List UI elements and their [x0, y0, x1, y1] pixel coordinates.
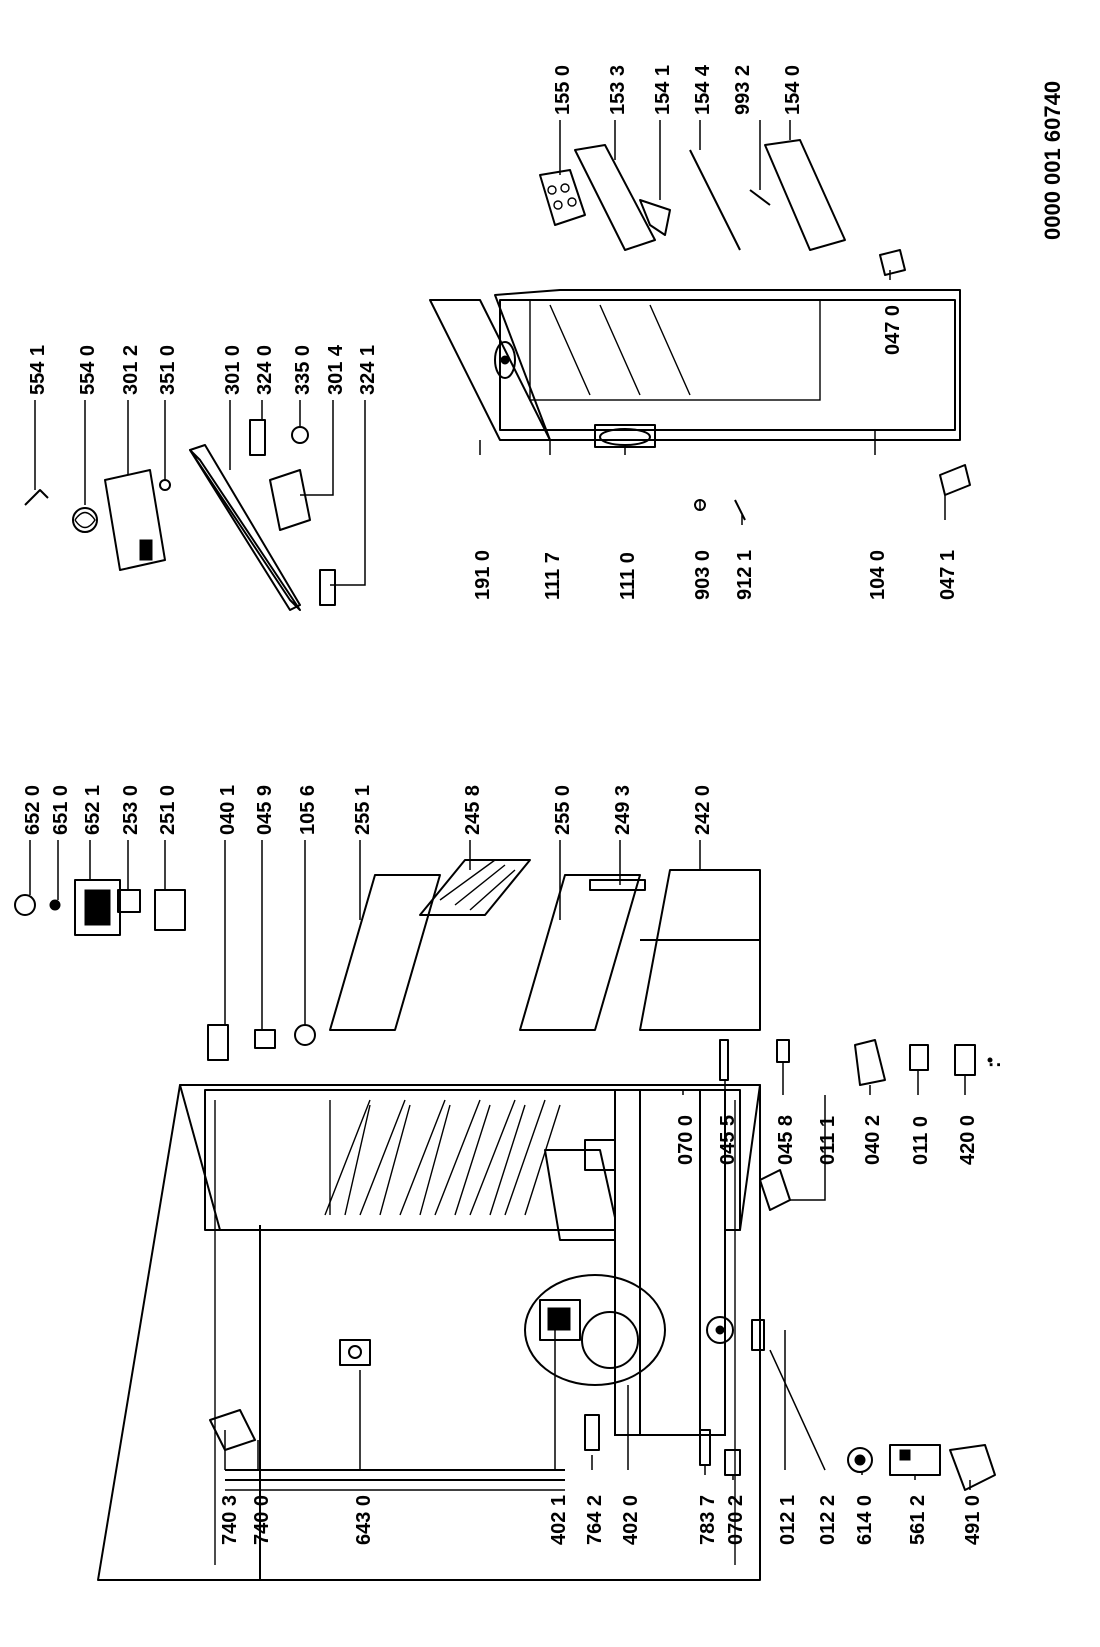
label-070-0: 070 0 — [675, 1115, 697, 1165]
labels-door-shelf-group: 155 0 153 3 154 1 154 4 993 2 154 0 047 … — [552, 64, 904, 355]
door-shelves — [539, 139, 906, 276]
label-554-1: 554 1 — [27, 345, 49, 395]
label-047-1: 047 1 — [937, 550, 959, 600]
label-402-0: 402 0 — [620, 1495, 642, 1545]
label-554-0: 554 0 — [77, 345, 99, 395]
label-491-0: 491 0 — [962, 1495, 984, 1545]
label-111-0: 111 0 — [617, 552, 639, 600]
label-335-0: 335 0 — [292, 345, 314, 395]
small-part-783-070 — [699, 1429, 741, 1476]
label-652-0: 652 0 — [22, 785, 44, 835]
label-324-0: 324 0 — [254, 345, 276, 395]
label-047-0: 047 0 — [882, 305, 904, 355]
label-045-8: 045 8 — [775, 1115, 797, 1165]
label-253-0: 253 0 — [120, 785, 142, 835]
label-104-0: 104 0 — [867, 550, 889, 600]
control-panel-301-0 — [189, 419, 336, 611]
labels-middle-column: 070 0 045 5 045 8 011 1 040 2 011 0 420 … — [675, 1061, 1005, 1165]
label-783-7: 783 7 — [697, 1495, 719, 1545]
cabinet-body — [97, 1084, 761, 1581]
label-903-0: 903 0 — [692, 550, 714, 600]
label-740-0: 740 0 — [251, 1495, 273, 1545]
label-561-2: 561 2 — [907, 1495, 929, 1545]
label-420-0: 420 0 — [957, 1115, 979, 1165]
leader-lines — [29, 120, 971, 1490]
label-011-0: 011 0 — [910, 1116, 932, 1165]
label-255-0: 255 0 — [552, 785, 574, 835]
label-324-1: 324 1 — [357, 345, 379, 395]
label-614-0: 614 0 — [854, 1495, 876, 1545]
label-191-0: 191 0 — [472, 550, 494, 600]
label-155-0: 155 0 — [552, 65, 574, 115]
label-105-6: 105 6 — [297, 785, 319, 835]
label-154-0: 154 0 — [782, 65, 804, 115]
label-040-2: 040 2 — [862, 1115, 884, 1165]
condenser-coil — [209, 1409, 565, 1491]
label-402-1: 402 1 — [548, 1495, 570, 1545]
document-number: 0000 001 60740 — [1040, 81, 1065, 240]
label-301-4: 301 4 — [325, 344, 347, 395]
glass-shelf-255-1 — [329, 874, 441, 1031]
label-643-0: 643 0 — [353, 1495, 375, 1545]
label-740-3: 740 3 — [219, 1495, 241, 1545]
labels-upper-group: 652 0 651 0 652 1 253 0 251 0 040 1 045 … — [22, 785, 714, 835]
label-012-1: 012 1 — [777, 1495, 799, 1545]
label-764-2: 764 2 — [584, 1495, 606, 1545]
label-301-0: 301 0 — [222, 345, 244, 395]
label-351-0: 351 0 — [157, 345, 179, 395]
label-993-2: 993 2 — [732, 65, 754, 115]
small-part-643 — [339, 1339, 371, 1366]
small-mark: : — [983, 1061, 1005, 1068]
thermostat-parts — [14, 879, 186, 936]
crisper-drawer-242-0 — [639, 869, 761, 1031]
glass-shelf-255-0 — [519, 874, 641, 1031]
labels-left-column: 740 3 740 0 643 0 402 1 764 2 402 0 783 … — [219, 1495, 984, 1545]
small-part-614-561-491 — [847, 1444, 996, 1491]
label-040-1: 040 1 — [217, 785, 239, 835]
compressor — [524, 1274, 666, 1386]
shelf-trim-249-3 — [589, 879, 646, 891]
labels-door-group: 191 0 111 7 111 0 903 0 912 1 104 0 047 … — [472, 550, 959, 600]
label-652-1: 652 1 — [82, 785, 104, 835]
label-154-1: 154 1 — [652, 65, 674, 115]
label-012-2: 012 2 — [817, 1495, 839, 1545]
label-301-2: 301 2 — [120, 345, 142, 395]
label-912-1: 912 1 — [734, 550, 756, 600]
wire-shelf-245-8 — [419, 859, 531, 916]
labels-right-top: 554 1 554 0 301 2 351 0 301 0 324 0 335 … — [27, 344, 379, 395]
label-249-3: 249 3 — [612, 785, 634, 835]
label-045-9: 045 9 — [254, 785, 276, 835]
label-111-7: 111 7 — [542, 552, 564, 600]
label-651-0: 651 0 — [50, 785, 72, 835]
small-part-764 — [584, 1414, 600, 1451]
freezer-door — [429, 289, 961, 448]
door-small-parts — [694, 464, 971, 521]
label-011-1: 011 1 — [817, 1116, 839, 1165]
label-255-1: 255 1 — [352, 785, 374, 835]
label-070-2: 070 2 — [725, 1495, 747, 1545]
upper-small-parts — [207, 1024, 316, 1061]
label-153-3: 153 3 — [607, 65, 629, 115]
small-part-012 — [706, 1316, 765, 1351]
label-045-5: 045 5 — [717, 1115, 739, 1165]
label-154-4: 154 4 — [692, 64, 714, 115]
label-245-8: 245 8 — [462, 785, 484, 835]
label-242-0: 242 0 — [692, 785, 714, 835]
light-cover-parts — [24, 469, 171, 571]
label-251-0: 251 0 — [157, 785, 179, 835]
